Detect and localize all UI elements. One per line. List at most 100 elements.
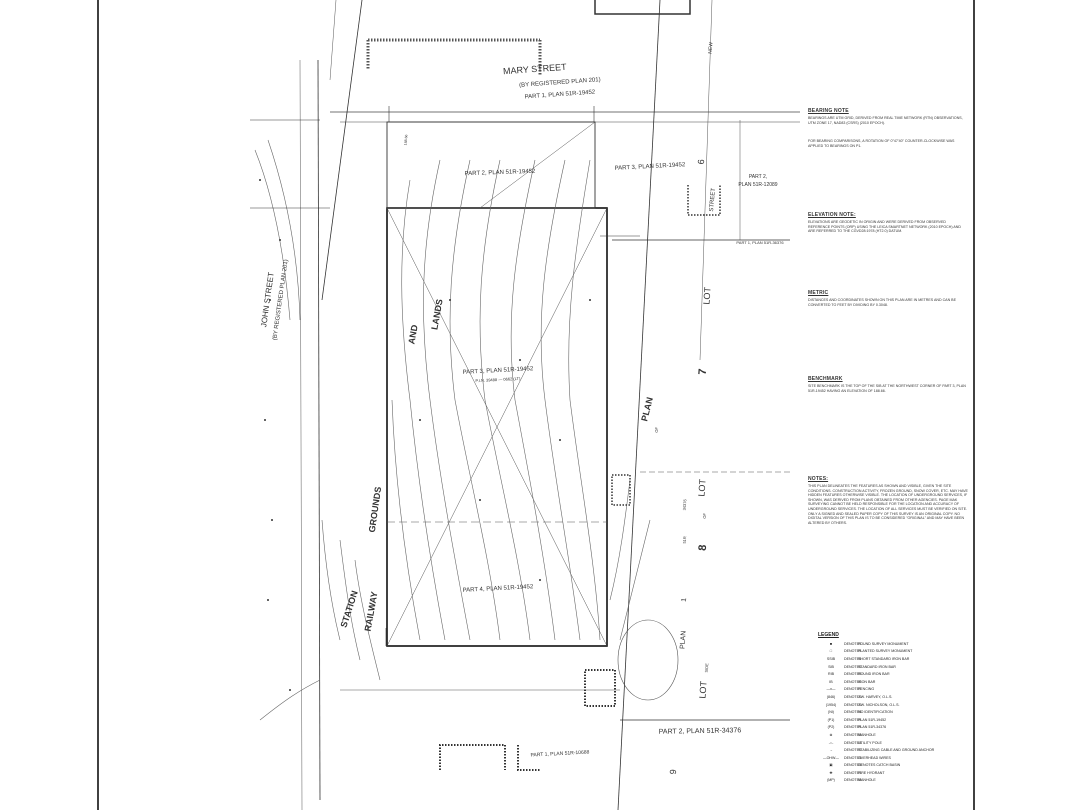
- part3-main-label: PART 3, PLAN 51R-19452: [462, 366, 534, 376]
- plan-upper-label: PLAN: [639, 396, 655, 422]
- legend-denotes: DENOTES: [844, 710, 862, 715]
- legend-denotes: DENOTES: [844, 656, 862, 661]
- legend-symbol: ⊗: [829, 732, 833, 737]
- right-road-line-1: [617, 0, 661, 810]
- legend-description: MANHOLE: [858, 732, 876, 737]
- legend-symbol: IB: [829, 679, 833, 684]
- railway-line-2: [329, 0, 337, 81]
- legend-denotes: DENOTES: [844, 740, 862, 745]
- benchmark-note-text: SITE BENCHMARK IS THE TOP OF THE SIB AT …: [808, 384, 966, 393]
- legend-denotes: DENOTES: [844, 649, 862, 654]
- part2-label: PART 2, PLAN 51R-19452: [465, 169, 537, 177]
- general-notes-title: NOTES:: [808, 476, 829, 482]
- john-street-label: JOHN STREET: [259, 271, 276, 327]
- right-road-line-2: [699, 0, 713, 361]
- metric-note-text: DISTANCES AND COORDINATES SHOWN ON THIS …: [808, 298, 956, 307]
- mary-street-label: MARY STREET: [503, 62, 568, 76]
- grounds-label: GROUNDS: [367, 486, 383, 533]
- legend-description: FENCING: [858, 687, 875, 692]
- of-label-b: OF: [654, 426, 659, 432]
- benchmark-note: BENCHMARK SITE BENCHMARK IS THE TOP OF T…: [808, 376, 968, 393]
- street-right-label: STREET: [709, 188, 717, 212]
- legend-description: PLANTED SURVEY MONUMENT: [858, 649, 913, 654]
- part2-bottom-label: PART 2, PLAN 51R-34376: [659, 727, 742, 735]
- lands-label: LANDS: [429, 298, 444, 330]
- john-street-plan-label: (BY REGISTERED PLAN 201): [272, 259, 289, 341]
- callout-lines: [250, 106, 640, 646]
- structure-right: [611, 474, 631, 506]
- legend-symbol: SSIB: [826, 656, 836, 661]
- lot-lower-label: LOT: [696, 478, 707, 497]
- legend-symbol: RIB: [828, 672, 834, 677]
- legend-denotes: DENOTES: [844, 725, 862, 730]
- legend-description: UTILITY POLE: [858, 740, 882, 745]
- elevation-label: 188.66: [404, 134, 409, 145]
- legend-symbol: (NI): [828, 710, 834, 715]
- legend-symbol: -○-: [828, 740, 834, 745]
- part2-right-label-b: PLAN 51R-12089: [738, 182, 777, 188]
- nine-label: 9: [668, 769, 678, 775]
- legend-description: PLAN 51R-19452: [858, 717, 887, 722]
- legend-description: J.W. NICHOLSON, O.L.S.: [858, 702, 900, 707]
- building-hatch-top: [366, 38, 542, 75]
- legend-description: FOUND SURVEY MONUMENT: [858, 641, 909, 646]
- legend-denotes: DENOTES: [844, 770, 862, 775]
- legend-description: FIRE HYDRANT: [858, 770, 885, 775]
- tree-canopy: [617, 619, 679, 701]
- lot-upper-number: 7: [697, 368, 709, 375]
- legend-symbol: (1954): [825, 702, 837, 707]
- bearing-note-text-2: FOR BEARING COMPARISONS, A ROTATION OF 0…: [808, 139, 955, 148]
- bearing-note-title: BEARING NOTE: [808, 108, 849, 114]
- parcel-diagonal-2: [386, 207, 608, 647]
- legend-symbol: □: [829, 649, 833, 654]
- plan-34376-label: 34376: [682, 498, 688, 510]
- legend-description: PLAN 51R-34376: [858, 725, 887, 730]
- legend-denotes: DENOTES: [844, 763, 862, 768]
- legend-description: NO IDENTIFICATION: [858, 710, 893, 715]
- legend-denotes: DENOTES: [844, 732, 862, 737]
- legend-symbol: —OHW—: [823, 755, 839, 760]
- legend-symbol: ▣: [829, 763, 833, 768]
- contour-lines: [254, 139, 651, 721]
- legend-denotes: DENOTES: [844, 641, 862, 646]
- legend-symbol: →: [829, 748, 833, 753]
- plan-lower-label: PLAN: [679, 631, 687, 650]
- legend-denotes: DENOTES: [844, 679, 862, 684]
- legend-description: STABILIZING CABLE AND GROUND ANCHOR: [858, 748, 935, 753]
- metric-note-title: METRIC: [808, 290, 829, 296]
- pin-part3-label: P.I.N. 39488 — 0662 (LT): [475, 376, 521, 383]
- legend-symbol: (P1): [827, 717, 835, 722]
- legend-description: STANDARD IRON BAR: [858, 664, 896, 669]
- legend-description: MANHOLE: [858, 778, 876, 783]
- legend-denotes: DENOTES: [844, 687, 862, 692]
- lot-bottom-label: LOT: [697, 680, 708, 699]
- legend-symbol: SIB: [828, 664, 834, 669]
- bearing-note-text: BEARINGS ARE UTM GRID, DERIVED FROM REAL…: [808, 116, 963, 125]
- legend-description: SHORT STANDARD IRON BAR: [858, 656, 910, 661]
- legend-denotes: DENOTES: [844, 755, 862, 760]
- part4-label: PART 4, PLAN 51R-19452: [462, 584, 534, 594]
- plan-51r-label: 51R: [682, 536, 688, 544]
- legend-denotes: DENOTES: [844, 702, 862, 707]
- bottom-building: [439, 744, 506, 770]
- lot-lower-number: 8: [697, 544, 709, 551]
- elevation-note-title: ELEVATION NOTE:: [808, 212, 856, 218]
- part1-right-label: PART 1, PLAN 51R-36376: [736, 240, 784, 245]
- parcel-part2: [386, 121, 596, 209]
- legend-symbol: ✚: [829, 770, 833, 775]
- part2-right-label-a: PART 2,: [749, 174, 767, 180]
